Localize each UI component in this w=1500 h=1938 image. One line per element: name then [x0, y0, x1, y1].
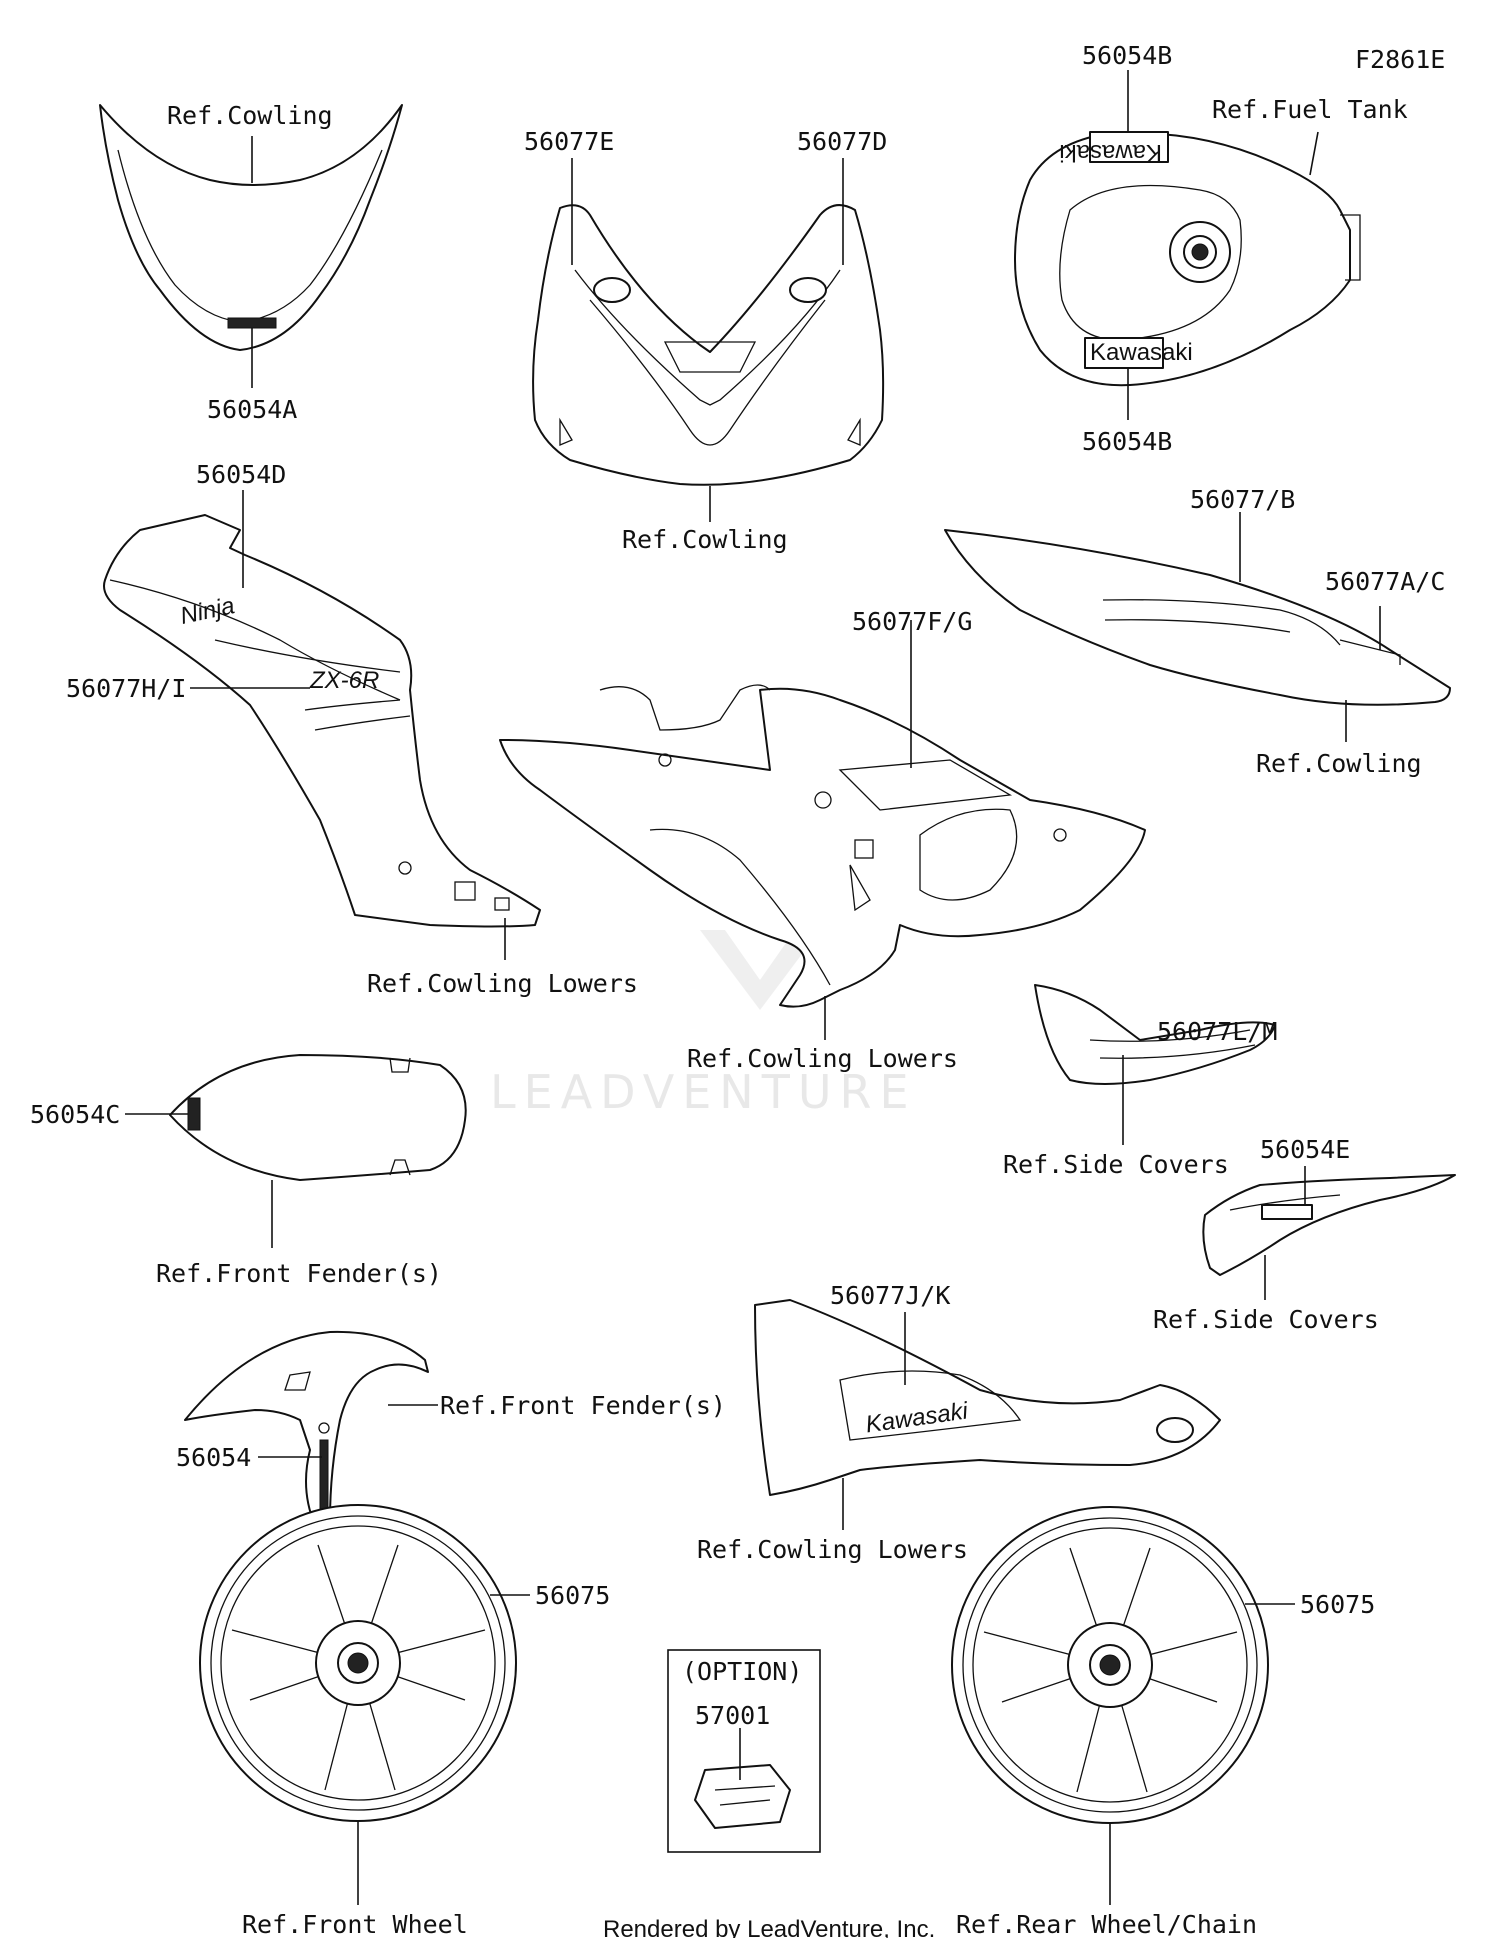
center-part-label: 56077F/G [852, 607, 972, 636]
sidecover2-part-label: 56054E [1260, 1135, 1350, 1164]
side-zx6r-decal-text: ZX-6R [309, 667, 379, 694]
windscreen [99, 104, 403, 351]
windscreen-part-label: 56054A [207, 395, 297, 424]
watermark-text: LEADVENTURE [490, 1065, 917, 1119]
option-label: (OPTION) [682, 1657, 802, 1686]
rear-wheel [951, 1506, 1269, 1824]
center-ref-label: Ref.Cowling Lowers [687, 1044, 958, 1073]
side-upper-part-label: 56054D [196, 460, 286, 489]
rear-wheel-part-label: 56075 [1300, 1590, 1375, 1619]
sidecover1-part-label: 56077L/M [1157, 1017, 1277, 1046]
tail-part-ac-label: 56077A/C [1325, 567, 1445, 596]
cowling-lowers [754, 1299, 1221, 1496]
footer-credit: Rendered by LeadVenture, Inc. [603, 1916, 935, 1938]
tank-ref-label: Ref.Fuel Tank [1212, 95, 1408, 124]
fender2-ref-label: Ref.Front Fender(s) [440, 1391, 726, 1420]
side-lower-ref-label: Ref.Cowling Lowers [367, 969, 638, 998]
tail-cowling [944, 529, 1451, 706]
tail-part-b-label: 56077/B [1190, 485, 1295, 514]
tail-ref-label: Ref.Cowling [1256, 749, 1422, 778]
center-cowling [499, 684, 1146, 1008]
front-wheel [199, 1504, 517, 1822]
upper-left-part-label: 56077E [524, 127, 614, 156]
fuel-tank [1014, 131, 1361, 387]
lowers-part-label: 56077J/K [830, 1281, 950, 1310]
fender1-part-label: 56054C [30, 1100, 120, 1129]
tank-top-part-label: 56054B [1082, 41, 1172, 70]
watermark: LEADVENTURE [490, 930, 917, 1119]
upper-ref-label: Ref.Cowling [622, 525, 788, 554]
side-cowling [103, 514, 541, 928]
side-stripe-part-label: 56077H/I [66, 674, 186, 703]
side-cover-1 [1034, 984, 1276, 1085]
windscreen-ref-label: Ref.Cowling [167, 101, 333, 130]
figure-id: F2861E [1355, 45, 1445, 74]
tank-top-decal-text: Kawasaki [1059, 139, 1162, 166]
tank-bottom-part-label: 56054B [1082, 427, 1172, 456]
lowers-ref-label: Ref.Cowling Lowers [697, 1535, 968, 1564]
rear-wheel-ref-label: Ref.Rear Wheel/Chain [956, 1910, 1257, 1938]
front-fender-1 [169, 1054, 467, 1181]
option-box [667, 1649, 821, 1853]
front-fender-2 [184, 1330, 429, 1526]
upper-cowling [532, 204, 885, 486]
upper-right-part-label: 56077D [797, 127, 887, 156]
front-wheel-part-label: 56075 [535, 1581, 610, 1610]
tank-bottom-decal-text: Kawasaki [1090, 339, 1193, 366]
fender1-ref-label: Ref.Front Fender(s) [156, 1259, 442, 1288]
fender2-part-label: 56054 [176, 1443, 251, 1472]
sidecover2-ref-label: Ref.Side Covers [1153, 1305, 1379, 1334]
front-wheel-ref-label: Ref.Front Wheel [242, 1910, 468, 1938]
side-cover-2 [1202, 1174, 1456, 1276]
sidecover1-ref-label: Ref.Side Covers [1003, 1150, 1229, 1179]
option-part-label: 57001 [695, 1701, 770, 1730]
